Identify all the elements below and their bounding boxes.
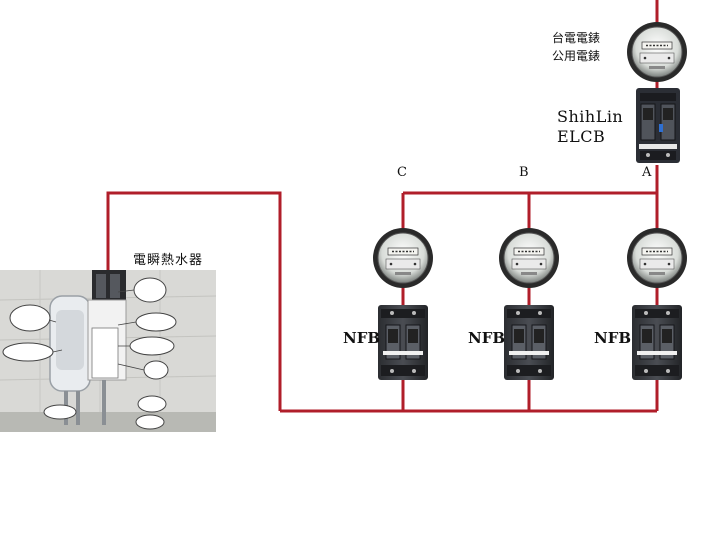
elcb-label: ShihLin ELCB <box>557 107 623 147</box>
elcb-brand: ShihLin <box>557 107 624 126</box>
phase-a-label: A <box>642 165 652 180</box>
phase-c-label: C <box>397 165 407 180</box>
water-heater-label: 電瞬熱水器 <box>133 253 204 268</box>
nfb-b-label: NFB <box>468 329 506 347</box>
meter-b-icon <box>498 227 560 289</box>
nfb-c-icon <box>377 304 429 381</box>
nfb-a-label: NFB <box>594 329 632 347</box>
water-heater-photo <box>0 270 217 432</box>
main-meter-label-line1: 台電電錶 <box>552 31 601 45</box>
elcb-type: ELCB <box>557 127 606 146</box>
nfb-b-icon <box>503 304 555 381</box>
meter-a-icon <box>626 227 688 289</box>
main-meter-label-line2: 公用電錶 <box>552 49 601 63</box>
main-meter-label: 台電電錶 公用電錶 <box>552 29 600 65</box>
wire-heater-loop <box>106 191 282 411</box>
elcb-breaker-icon <box>636 88 680 163</box>
nfb-c-label: NFB <box>343 329 381 347</box>
phase-b-label: B <box>519 165 529 180</box>
meter-c-icon <box>372 227 434 289</box>
nfb-a-icon <box>631 304 683 381</box>
main-meter-icon <box>626 21 688 83</box>
